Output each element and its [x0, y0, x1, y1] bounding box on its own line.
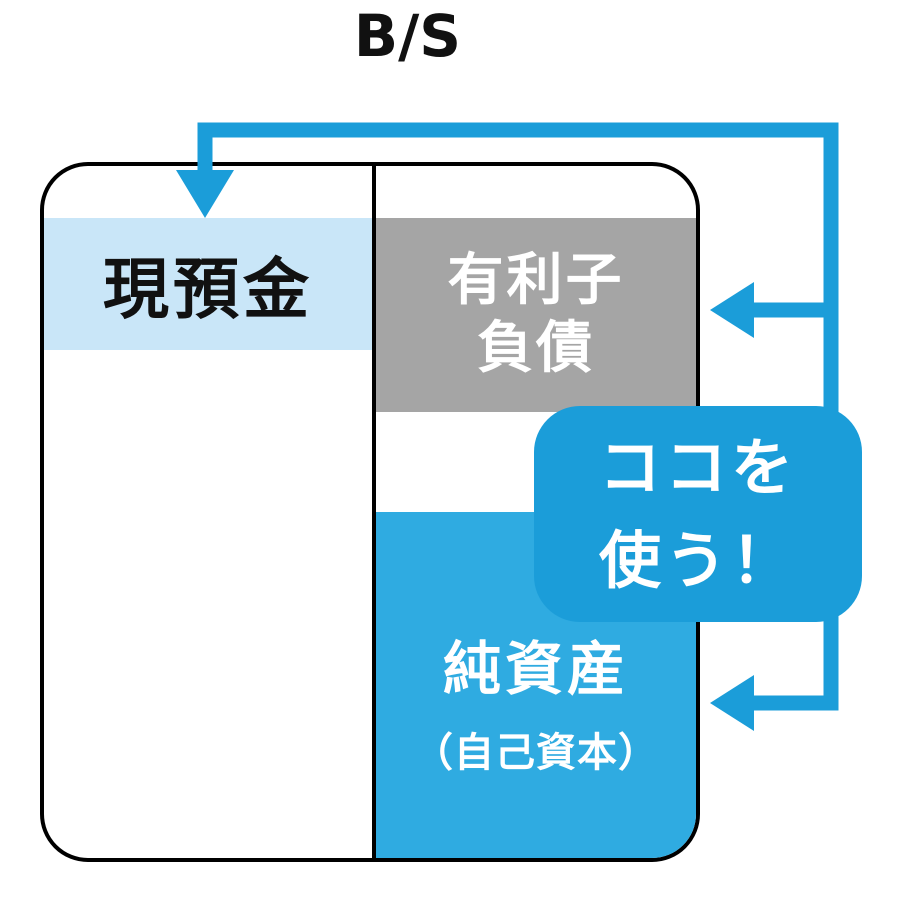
interest-bearing-debt-label-line2: 負債 [477, 316, 595, 381]
interest-bearing-debt-label-line1: 有利子 [447, 247, 625, 313]
arrow-left-head-debt-icon [710, 282, 754, 338]
callout-text-line2: 使う！ [598, 524, 797, 597]
arrow-left-head-equity-icon [710, 675, 754, 731]
column-divider [372, 166, 376, 858]
interest-bearing-debt-block: 有利子 負債 [376, 218, 696, 412]
net-assets-sublabel: （自己資本） [413, 730, 659, 776]
callout-text-line1: ココを [598, 431, 797, 504]
cash-deposits-block: 現預金 [44, 218, 372, 350]
balance-sheet-title: B/S [353, 2, 462, 70]
use-this-callout: ココを 使う！ [534, 406, 862, 622]
net-assets-label: 純資産 [442, 635, 629, 703]
cash-deposits-label: 現預金 [103, 251, 313, 328]
